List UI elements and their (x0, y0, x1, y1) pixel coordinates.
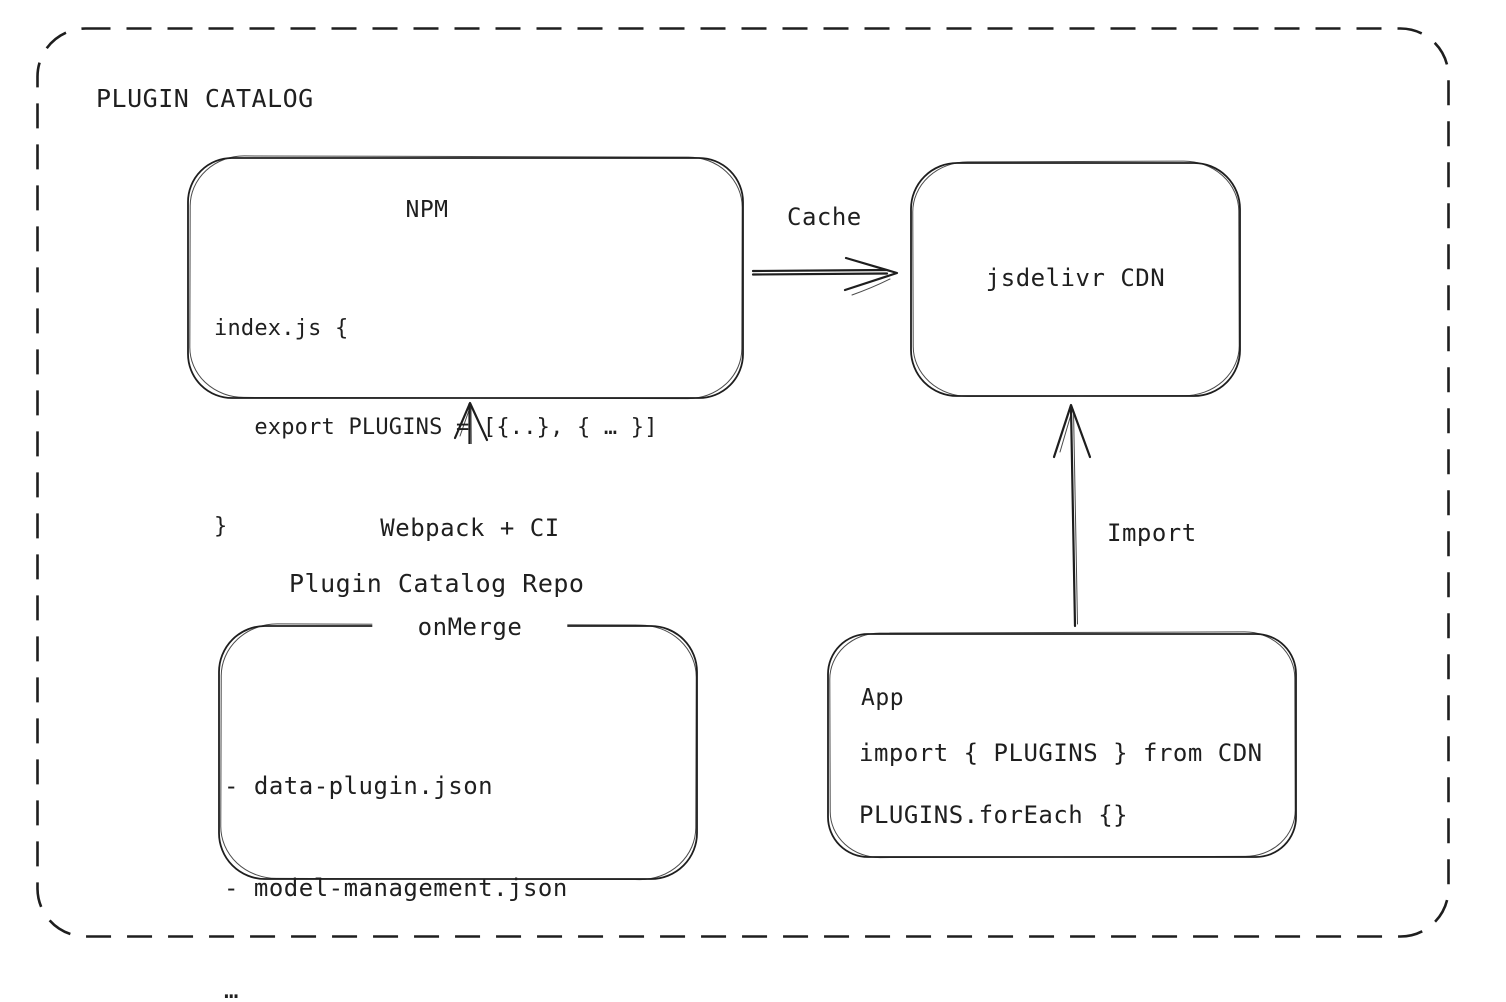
build-arrow-label-line: Webpack + CI (380, 514, 560, 542)
cdn-box-title: jsdelivr CDN (985, 264, 1166, 292)
npm-box-title: NPM (405, 197, 449, 223)
build-arrow-label-line: onMerge (417, 613, 523, 641)
cache-arrow (751, 256, 899, 296)
cdn-box (910, 160, 1241, 397)
plugin-catalog-frame (36, 27, 1450, 938)
repo-box-label: Plugin Catalog Repo (289, 569, 585, 598)
app-box-title: App (861, 685, 905, 711)
npm-box (187, 155, 744, 400)
repo-file-item: … (224, 976, 239, 1002)
app-code-line: PLUGINS.forEach {} (859, 801, 1129, 829)
repo-file-item: - model-management.json (224, 874, 568, 902)
import-arrow-label: Import (1107, 519, 1197, 547)
app-box (827, 631, 1297, 859)
npm-code-line: export PLUGINS = [{..}, { … }] (214, 415, 658, 440)
import-arrow (1052, 403, 1092, 628)
app-code-line: import { PLUGINS } from CDN (859, 739, 1263, 767)
build-arrow-label: Webpack + CI onMerge (372, 444, 568, 712)
npm-code-line: } (214, 514, 228, 539)
repo-file-list: - data-plugin.json - model-management.js… (224, 701, 568, 1002)
npm-code-line: index.js { (214, 316, 349, 341)
repo-file-item: - data-plugin.json (224, 772, 494, 800)
npm-code-block: index.js { export PLUGINS = [{..}, { … }… (214, 246, 658, 609)
cache-arrow-label: Cache (787, 203, 862, 231)
diagram-title: PLUGIN CATALOG (96, 84, 314, 113)
